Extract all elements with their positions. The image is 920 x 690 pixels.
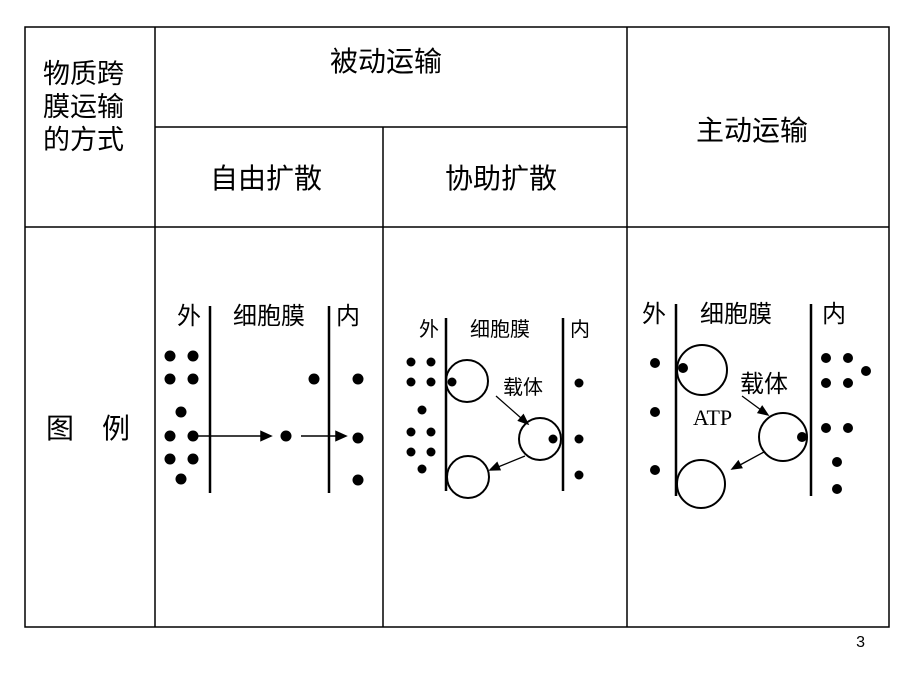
carrier-label: 载体	[503, 375, 543, 399]
molecule-dot	[352, 474, 364, 486]
molecule-dot	[164, 430, 176, 442]
carrier-protein	[446, 455, 490, 499]
molecule-dot	[417, 405, 427, 415]
example-row-label: 图 例	[46, 412, 131, 445]
molecule-dot	[187, 350, 199, 362]
passive-transport-header: 被动运输	[330, 45, 443, 78]
carrier-arrow-shaft	[741, 395, 762, 411]
molecule-dot	[352, 432, 364, 444]
molecule-dot	[417, 464, 427, 474]
outside-label: 外	[419, 317, 439, 341]
carrier-protein	[676, 459, 726, 509]
molecule-dot	[187, 453, 199, 465]
carrier-protein	[518, 417, 562, 461]
free-diffusion-header: 自由扩散	[210, 162, 323, 195]
molecule-dot	[406, 447, 416, 457]
carrier-label: 载体	[740, 370, 788, 398]
inside-label: 内	[822, 300, 846, 328]
row-header-line-3: 的方式	[43, 125, 124, 156]
carrier-arrow-head	[730, 459, 743, 470]
page-number: 3	[856, 634, 865, 651]
membrane-label: 细胞膜	[470, 317, 530, 341]
molecule-dot	[164, 350, 176, 362]
molecule-dot	[821, 378, 831, 388]
molecule-dot	[650, 465, 660, 475]
molecule-dot	[821, 423, 831, 433]
molecule-dot	[280, 430, 292, 442]
carrier-arrow-shaft	[495, 395, 522, 419]
carrier-arrow-head	[756, 405, 770, 416]
molecule-dot	[574, 434, 584, 444]
carrier-arrow-shaft	[739, 451, 765, 466]
facilitated-diffusion-header: 协助扩散	[445, 162, 558, 195]
molecule-dot	[548, 434, 558, 444]
molecule-dot	[678, 363, 688, 373]
diffusion-arrow-head	[260, 430, 273, 442]
molecule-dot	[447, 377, 457, 387]
outside-label: 外	[177, 302, 201, 330]
carrier-protein	[445, 359, 489, 403]
active-transport-header: 主动运输	[696, 114, 809, 147]
inside-label: 内	[336, 302, 360, 330]
molecule-dot	[650, 407, 660, 417]
molecule-dot	[843, 423, 853, 433]
molecule-dot	[832, 484, 842, 494]
molecule-dot	[832, 457, 842, 467]
molecule-dot	[164, 373, 176, 385]
diffusion-arrow-head	[335, 430, 348, 442]
carrier-arrow-head	[517, 413, 530, 426]
molecule-dot	[352, 373, 364, 385]
molecule-dot	[187, 373, 199, 385]
molecule-dot	[797, 432, 807, 442]
molecule-dot	[175, 473, 187, 485]
row-header-line-2: 膜运输	[43, 92, 124, 123]
molecule-dot	[426, 357, 436, 367]
molecule-dot	[861, 366, 871, 376]
molecule-dot	[426, 427, 436, 437]
molecule-dot	[821, 353, 831, 363]
carrier-arrow-shaft	[497, 455, 526, 468]
membrane-label: 细胞膜	[700, 300, 772, 328]
carrier-protein	[676, 344, 728, 396]
membrane-label: 细胞膜	[233, 302, 305, 330]
carrier-arrow-head	[488, 461, 502, 471]
molecule-dot	[574, 378, 584, 388]
outside-label: 外	[642, 300, 666, 328]
molecule-dot	[843, 353, 853, 363]
inside-label: 内	[570, 317, 590, 341]
molecule-dot	[574, 470, 584, 480]
molecule-dot	[650, 358, 660, 368]
molecule-dot	[843, 378, 853, 388]
molecule-dot	[187, 430, 199, 442]
row-header-line-1: 物质跨	[43, 59, 124, 90]
molecule-dot	[175, 406, 187, 418]
molecule-dot	[164, 453, 176, 465]
atp-label: ATP	[693, 405, 732, 430]
molecule-dot	[308, 373, 320, 385]
molecule-dot	[406, 357, 416, 367]
molecule-dot	[426, 447, 436, 457]
molecule-dot	[406, 377, 416, 387]
molecule-dot	[406, 427, 416, 437]
molecule-dot	[426, 377, 436, 387]
